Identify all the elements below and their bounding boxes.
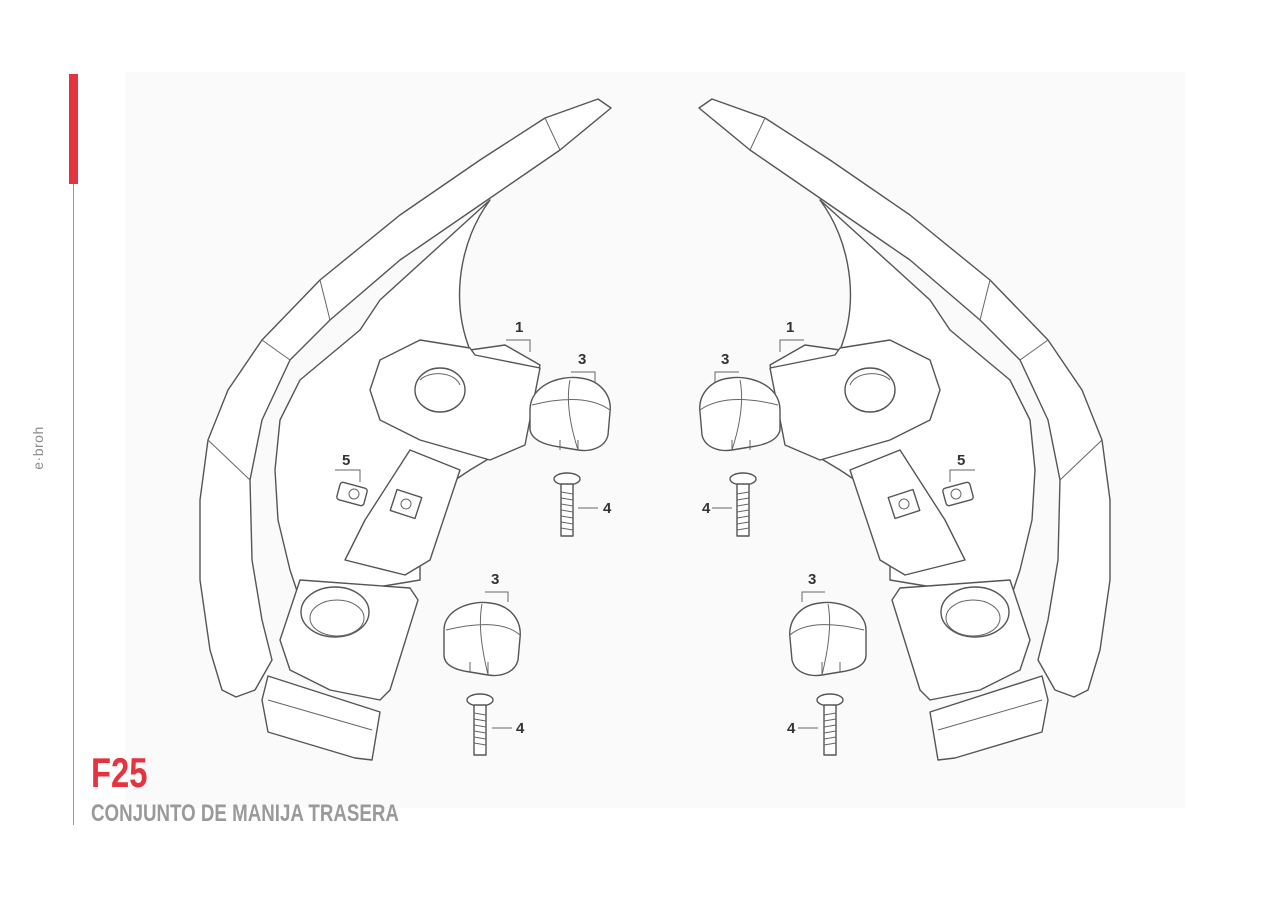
divider-line [73,184,74,825]
callout-1-left: 1 [515,319,523,336]
left-handle-assembly [199,98,612,761]
callout-1-right: 1 [786,319,794,336]
figure-code: F25 [91,749,148,796]
callout-3-left-lower: 3 [491,571,499,588]
callout-4-left-lower: 4 [516,720,525,737]
figure-title: CONJUNTO DE MANIJA TRASERA [91,800,399,827]
callout-3-right-upper: 3 [721,351,729,368]
callout-4-left-upper: 4 [603,500,612,517]
callout-4-right-lower: 4 [787,720,796,737]
callout-4-right-upper: 4 [702,500,711,517]
callout-5-right: 5 [957,452,965,469]
right-handle-assembly [698,98,1111,761]
callout-5-left: 5 [342,452,350,469]
accent-bar [69,74,78,184]
callout-3-right-lower: 3 [808,571,816,588]
callout-3-left-upper: 3 [578,351,586,368]
